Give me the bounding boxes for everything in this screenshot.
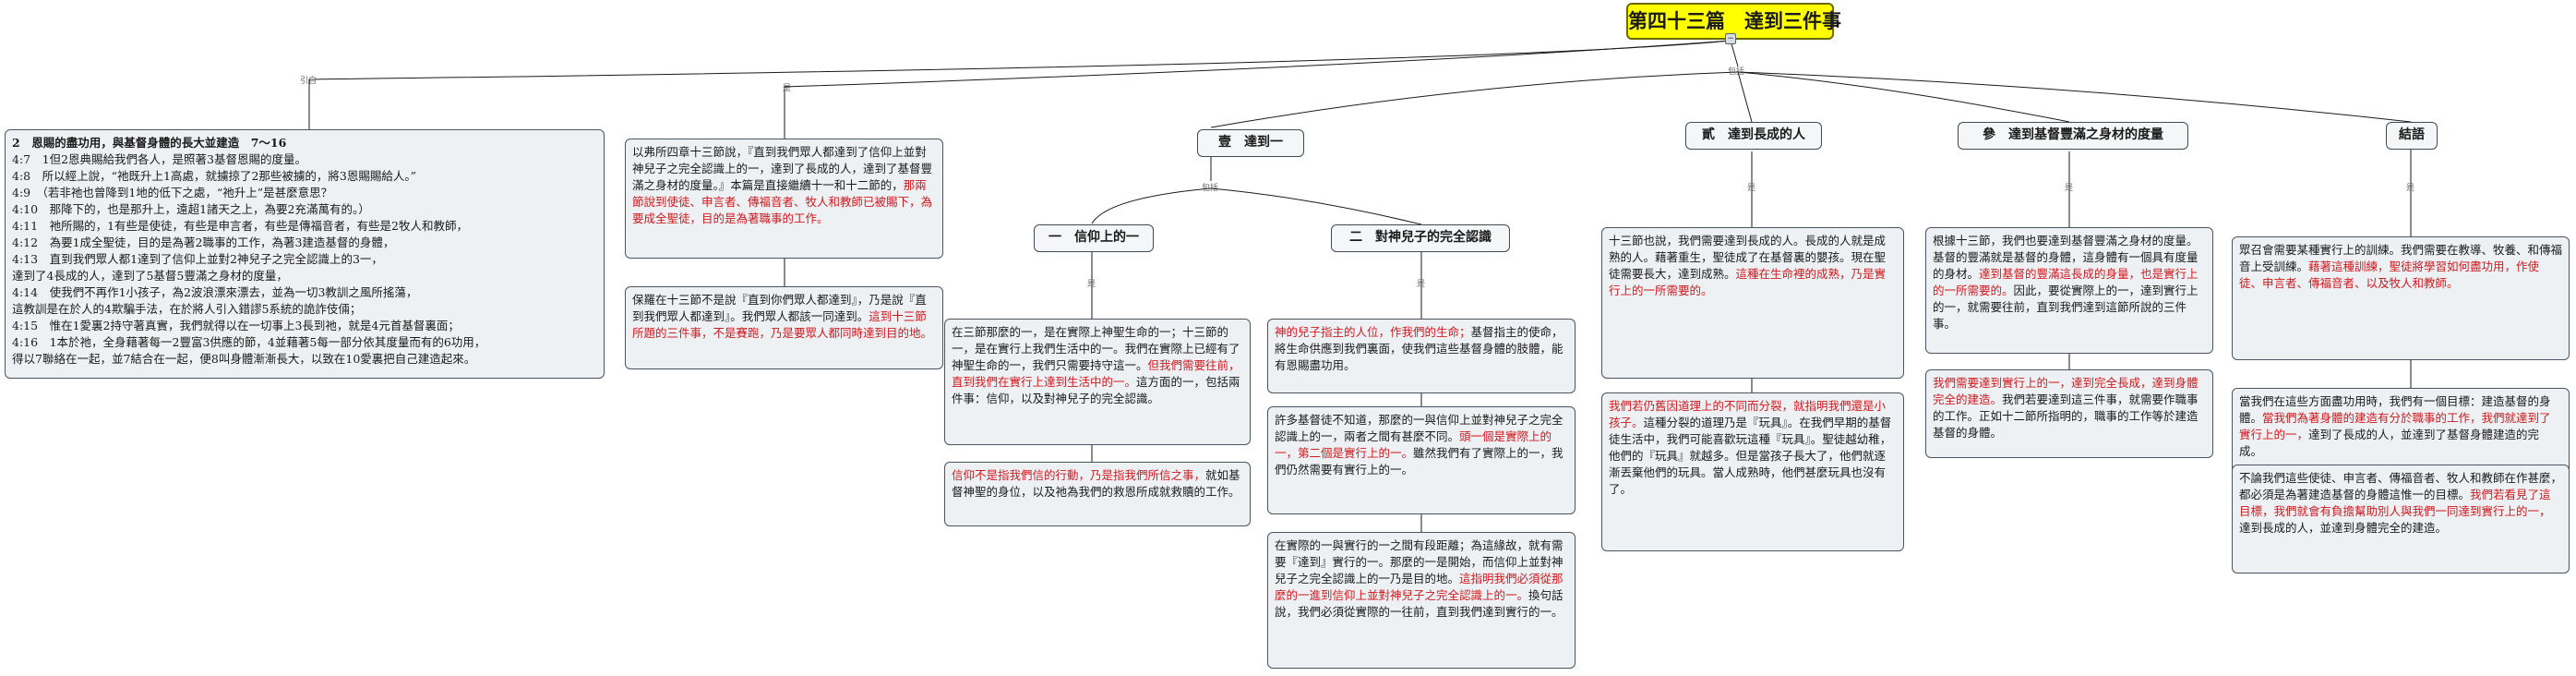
intro-a-text: 以弗所四章十三節說，『直到我們眾人都達到了信仰上並對神兒子之完全認識上的一，達到… <box>632 145 933 192</box>
faith-b-text: 就如基督神聖的身位，以及祂為我們的救恩所成就救贖的工作。 <box>952 468 1240 499</box>
end-a-text: 眾召會需要某種實行上的訓練。我們需要在教導、牧養、和傳福音上受訓練。 <box>2239 243 2563 273</box>
faith-a-text: 在三節那麼的一，是在實際上神聖生命的一；十三節的一，是在實行上我們生活中的一。我… <box>952 325 1240 372</box>
scripture-line: 4:9 （若非祂也曾降到1地的低下之處，“祂升上”是甚麼意思？ <box>12 186 333 199</box>
measure-b-emphasis: 我們需要達到實行上的一，達到完全長成，達到身體完全的建造。 <box>1933 376 2199 406</box>
end-b-text: 當我們在這些方面盡功用時，我們有一個目標：建造基督的身體。 <box>2239 394 2551 425</box>
know-a-text: 基督指主的使命，將生命供應到我們裏面，使我們這些基督身體的肢體，能有恩賜盡功用。 <box>1275 325 1564 372</box>
end-b-tail: 達到了長成的人，並達到了基督身體建造的完成。 <box>2239 428 2540 458</box>
link-baokuo-san <box>1737 71 2070 123</box>
measure-b-text: 我們若要達到這三件事，就需要作職事的工作。正如十二節所指明的，職事的工作等於建造… <box>1933 392 2199 440</box>
faith-b-emphasis: 信仰不是指我們信的行動，乃是指我們所信之事， <box>952 468 1206 482</box>
relation-label-yi-knowledge: 是 <box>1417 280 1426 289</box>
relation-label-yi-faith: 是 <box>1087 280 1096 289</box>
know-b-emphasis: 頭一個是實際上的一，第二個是實行上的一。 <box>1275 429 1552 460</box>
scripture-line: 4:13 直到我們眾人都1達到了信仰上並對2神兒子之完全認識上的3一， <box>12 252 383 266</box>
scripture-line: 4:8 所以經上說，“祂既升上1高處，就擄掠了2那些被擄的，將3恩賜賜給人。” <box>12 169 417 183</box>
topic-faith[interactable]: 一 信仰上的一 <box>1034 224 1154 252</box>
intro-node-a[interactable]: 以弗所四章十三節說，『直到我們眾人都達到了信仰上並對神兒子之完全認識上的一，達到… <box>625 139 943 259</box>
faith-node-a[interactable]: 在三節那麼的一，是在實際上神聖生命的一；十三節的一，是在實行上我們生活中的一。我… <box>944 319 1251 445</box>
grow-a-emphasis: 這種在生命裡的成熟，乃是實行上的一所需要的。 <box>1609 267 1887 297</box>
scripture-line: 4:7 1但2恩典賜給我們各人，是照著3基督恩賜的度量。 <box>12 152 306 166</box>
end-c-emphasis: 我們若看見了這目標，我們就會有負擔幫助別人與我們一同達到實行上的一， <box>2239 488 2551 518</box>
topic-jie[interactable]: 結語 <box>2386 122 2438 150</box>
intro-node-b[interactable]: 保羅在十三節不是說『直到你們眾人都達到』，乃是說『直到我們眾人都達到』。我們眾人… <box>625 286 943 369</box>
scripture-line: 4:11 祂所賜的，1有些是使徒，有些是申言者，有些是傳福音者，有些是2牧人和教… <box>12 219 468 233</box>
grow-node-b[interactable]: 我們若仍舊因道理上的不同而分裂，就指明我們還是小孩子。這種分裂的道理乃是『玩具』… <box>1601 392 1904 551</box>
knowledge-node-b[interactable]: 許多基督徒不知道，那麼的一與信仰上並對神兒子之完全認識上的一，兩者之間有甚麼不同… <box>1267 406 1576 514</box>
link-baokuo-er <box>1737 71 1753 123</box>
link-baokuo-jie <box>1737 71 2412 123</box>
know-c-tail: 換句話說，我們必須從實際的一往前，直到我們達到實行的一。 <box>1275 588 1564 619</box>
end-c-tail: 達到長成的人，並達到身體完全的建造。 <box>2239 521 2448 535</box>
link-root-intro <box>784 40 1731 139</box>
link-baokuo-yi <box>1210 71 1739 128</box>
know-c-emphasis: 這指明我們必須從那麼的一進到信仰上並對神兒子之完全認識上的一。 <box>1275 572 1564 602</box>
measure-node-a[interactable]: 根據十三節，我們也要達到基督豐滿之身材的度量。基督的豐滿就是基督的身體，這身體有… <box>1925 227 2213 354</box>
end-node-a[interactable]: 眾召會需要某種實行上的訓練。我們需要在教導、牧養、和傳福音上受訓練。藉著這種訓練… <box>2232 236 2570 360</box>
measure-a-tail: 因此，要從實際上的一，達到實行上的一，就需要往前，直到我們達到這節所說的三件事。 <box>1933 284 2199 331</box>
grow-b-text: 這種分裂的道理乃是『玩具』。在我們早期的基督徒生活中，我們可能喜歡玩這種『玩具』… <box>1609 416 1892 496</box>
faith-a-tail: 這方面的一，包括兩件事：信仰，以及對神兒子的完全認識。 <box>952 375 1240 405</box>
relation-label-yi: 是 <box>783 84 792 93</box>
measure-a-text: 根據十三節，我們也要達到基督豐滿之身材的度量。基督的豐滿就是基督的身體，這身體有… <box>1933 234 2199 281</box>
topic-knowledge[interactable]: 二 對神兒子的完全認識 <box>1331 224 1510 252</box>
topic-yi[interactable]: 壹 達到一 <box>1197 129 1304 157</box>
know-a-emphasis: 神的兒子指主的人位，作我們的生命； <box>1275 325 1471 339</box>
scripture-line: 4:14 使我們不再作1小孩子，為2波浪漂來漂去，並為一切3教訓之風所搖蕩， <box>12 285 418 299</box>
relation-label-yi-jie: 是 <box>2406 184 2415 193</box>
topic-er[interactable]: 貳 達到長成的人 <box>1685 122 1822 150</box>
relation-label-yin: 引自 <box>300 77 318 86</box>
measure-a-emphasis: 達到基督的豐滿這長成的身量，也是實行上的一所需要的。 <box>1933 267 2199 297</box>
scripture-line: 得以7聯絡在一起，並7結合在一起，便8叫身體漸漸長大，以致在10愛裏把自己建造起… <box>12 352 476 366</box>
grow-node-a[interactable]: 十三節也說，我們需要達到長成的人。長成的人就是成熟的人。藉著重生，聖徒成了在基督… <box>1601 227 1904 379</box>
end-b-emphasis: 當我們為著身體的建造有分於職事的工作，我們就達到了實行上的一， <box>2239 411 2551 441</box>
scripture-line: 達到了4長成的人，達到了5基督5豐滿之身材的度量， <box>12 269 288 283</box>
link-root-scripture <box>308 40 1731 129</box>
end-a-emphasis: 藉著這種訓練，聖徒將學習如何盡功用，作使徒、申言者、傳福音者、以及牧人和教師。 <box>2239 260 2540 290</box>
faith-node-b[interactable]: 信仰不是指我們信的行動，乃是指我們所信之事，就如基督神聖的身位，以及祂為我們的救… <box>944 462 1251 526</box>
scripture-line: 4:16 1本於祂，全身藉著每一2豐富3供應的節，4並藉著5每一部分依其度量而有… <box>12 335 486 349</box>
scripture-line: 4:12 為要1成全聖徒，目的是為著2職事的工作，為著3建造基督的身體， <box>12 235 395 249</box>
link-baokuo-knowledge <box>1210 187 1422 225</box>
know-b-tail: 雖然我們有了實際上的一，我們仍然需要有實行上的一。 <box>1275 446 1564 477</box>
knowledge-node-c[interactable]: 在實際的一與實行的一之間有段距離；為這緣故，就有需要『達到』實行的一。那麼的一是… <box>1267 532 1576 669</box>
scripture-node[interactable]: 2 恩賜的盡功用，與基督身體的長大並建造 7～16 4:7 1但2恩典賜給我們各… <box>5 129 605 379</box>
relation-label-yi-er: 是 <box>1747 184 1756 193</box>
relation-label-yi-san: 是 <box>2065 184 2074 193</box>
scripture-line: 4:15 惟在1愛裏2持守著真實，我們就得以在一切事上3長到祂，就是4元首基督裏… <box>12 319 460 332</box>
grow-a-text: 十三節也說，我們需要達到長成的人。長成的人就是成熟的人。藉著重生，聖徒成了在基督… <box>1609 234 1887 281</box>
intro-b-emphasis: 這到十三節所題的三件事，不是賽跑，乃是要眾人都同時達到目的地。 <box>632 309 933 340</box>
relation-label-baokuo-yi: 包括 <box>1202 184 1219 193</box>
topic-san[interactable]: 參 達到基督豐滿之身材的度量 <box>1958 122 2188 150</box>
relation-label-baokuo: 包括 <box>1728 67 1745 77</box>
end-node-c[interactable]: 不論我們這些使徒、申言者、傳福音者、牧人和教師在作甚麼，都必須是為著建造基督的身… <box>2232 465 2570 573</box>
know-c-text: 在實際的一與實行的一之間有段距離；為這緣故，就有需要『達到』實行的一。那麼的一是… <box>1275 538 1564 585</box>
intro-b-text: 保羅在十三節不是說『直到你們眾人都達到』，乃是說『直到我們眾人都達到』。我們眾人… <box>632 293 927 323</box>
end-c-text: 不論我們這些使徒、申言者、傳福音者、牧人和教師在作甚麼，都必須是為著建造基督的身… <box>2239 471 2563 501</box>
link-root-baokuo <box>1730 40 1739 67</box>
intro-a-emphasis: 那兩節說到使徒、申言者、傳福音者、牧人和教師已被賜下，為要成全聖徒，目的是為著職… <box>632 178 933 225</box>
measure-node-b[interactable]: 我們需要達到實行上的一，達到完全長成，達到身體完全的建造。我們若要達到這三件事，… <box>1925 369 2213 458</box>
know-b-text: 許多基督徒不知道，那麼的一與信仰上並對神兒子之完全認識上的一，兩者之間有甚麼不同… <box>1275 413 1564 443</box>
link-baokuo-faith <box>1091 187 1212 224</box>
faith-a-emphasis: 但我們需要往前，直到我們在實行上達到生活中的一。 <box>952 358 1240 389</box>
collapse-icon[interactable]: − <box>1725 33 1736 44</box>
knowledge-node-a[interactable]: 神的兒子指主的人位，作我們的生命；基督指主的使命，將生命供應到我們裏面，使我們這… <box>1267 319 1576 393</box>
grow-b-emphasis: 我們若仍舊因道理上的不同而分裂，就指明我們還是小孩子。 <box>1609 399 1887 429</box>
scripture-line: 4:10 那降下的，也是那升上，遠超1諸天之上，為要2充滿萬有的。） <box>12 202 370 216</box>
scripture-line: 這教訓是在於人的4欺騙手法，在於將人引入錯謬5系統的詭詐伎倆； <box>12 302 362 316</box>
scripture-heading: 2 恩賜的盡功用，與基督身體的長大並建造 7～16 <box>12 136 287 150</box>
